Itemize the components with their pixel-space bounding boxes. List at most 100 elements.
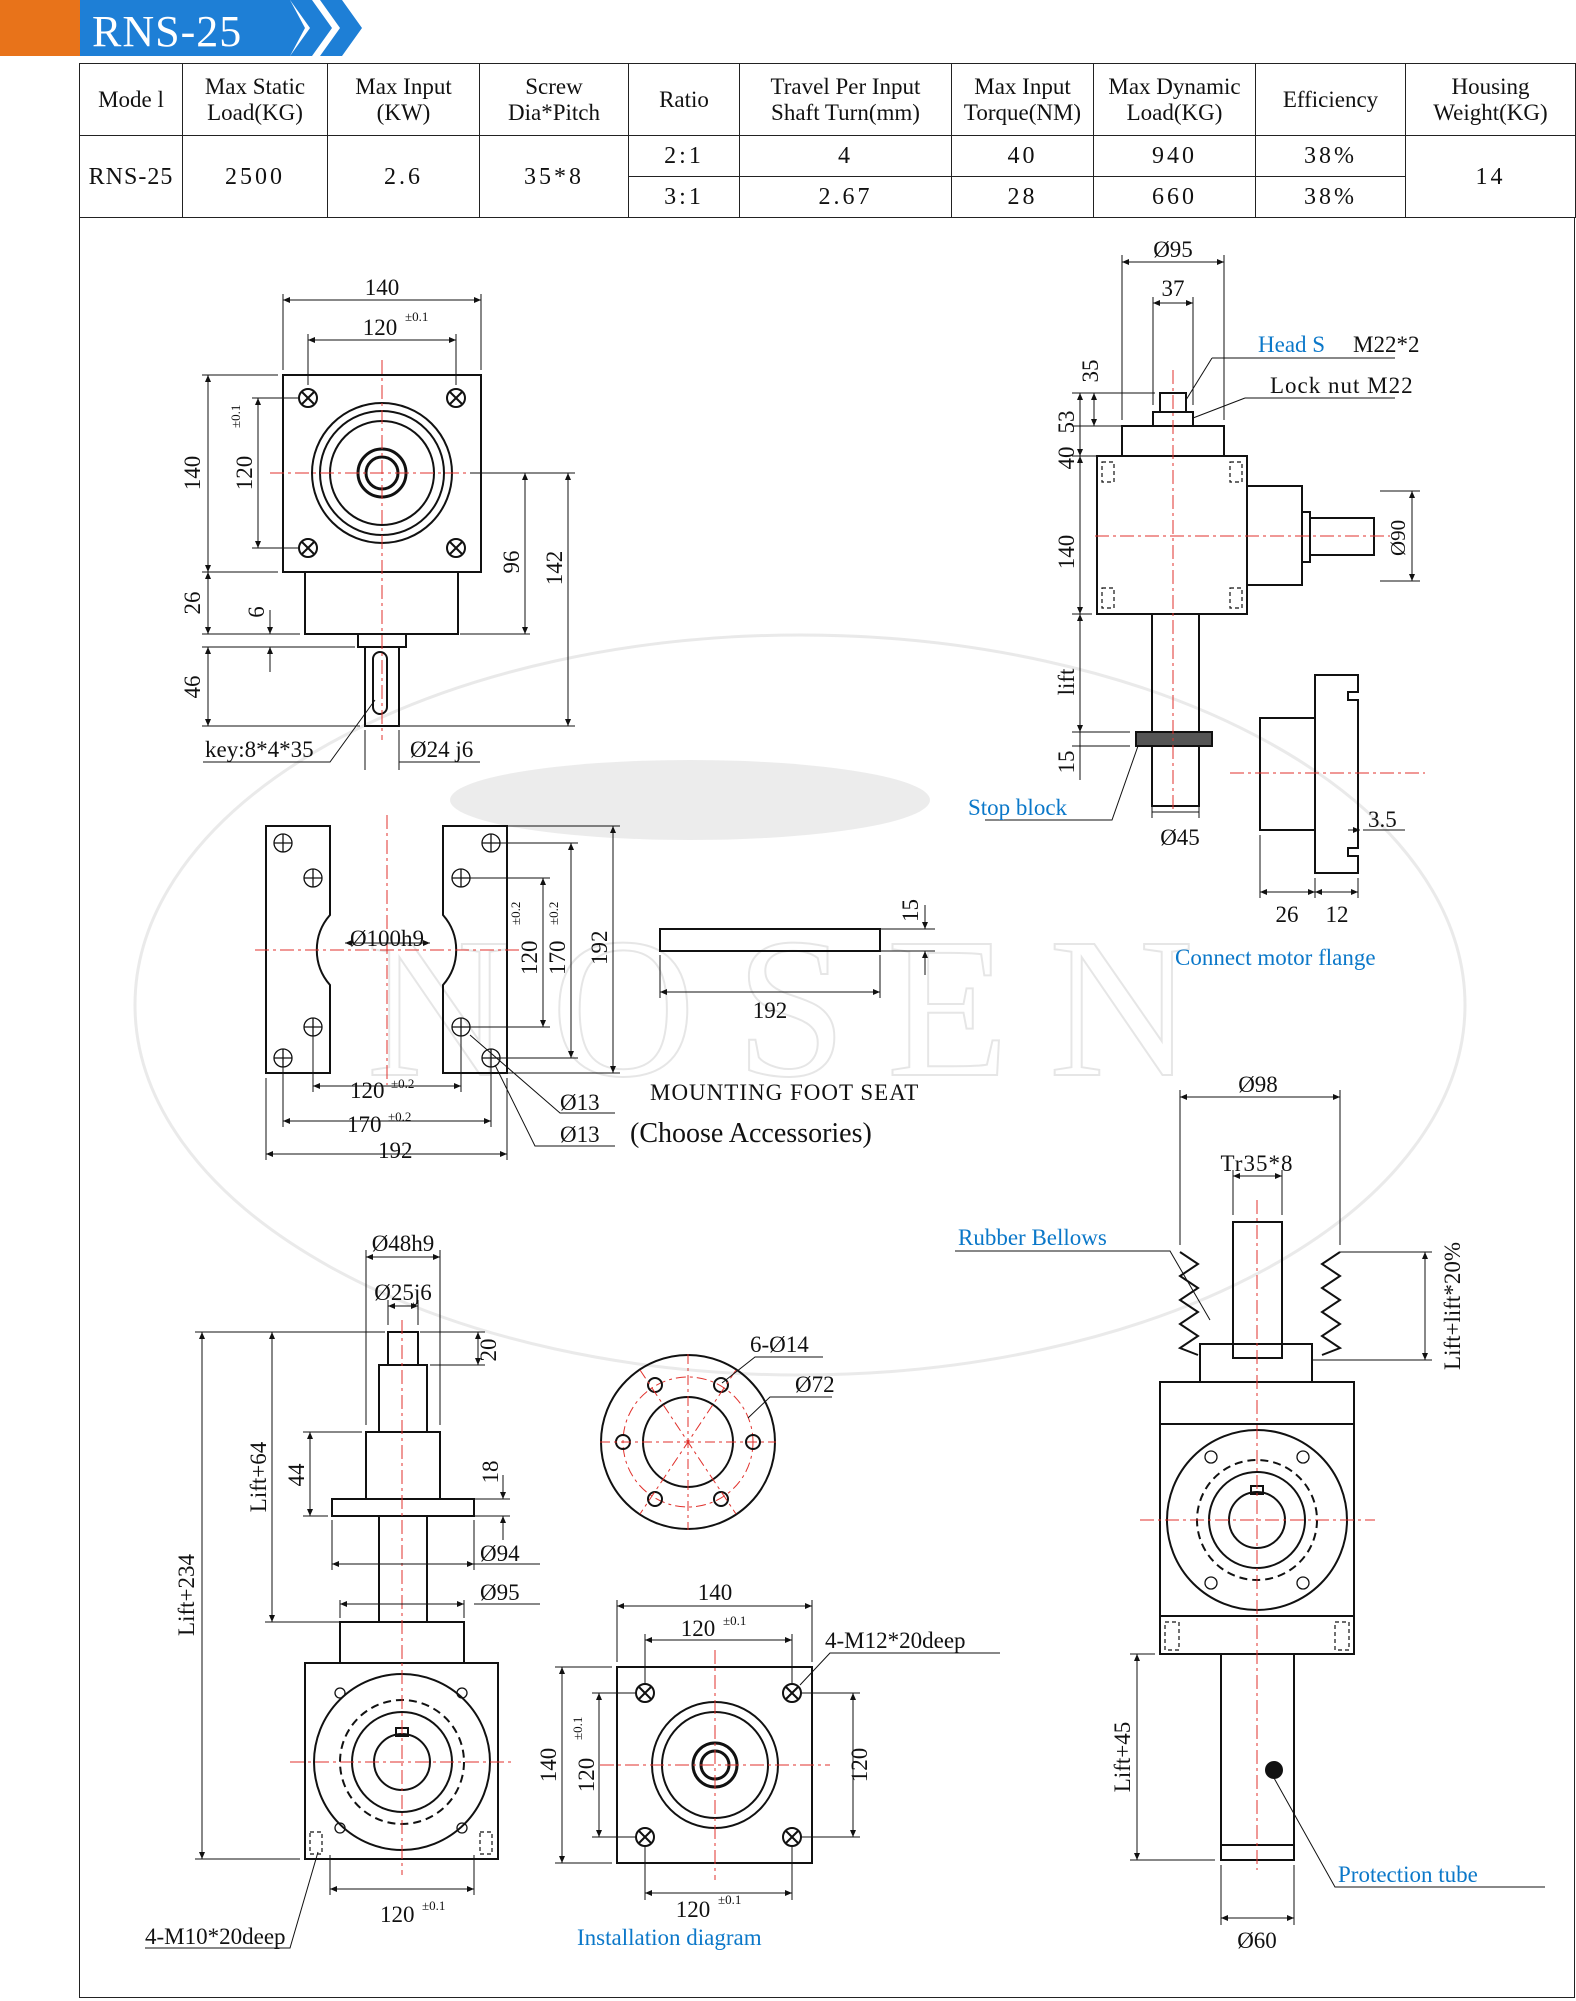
holes-label: 6-Ø14 [750, 1332, 809, 1357]
page-title: RNS-25 [92, 7, 243, 56]
cell-travel: 2.67 [739, 176, 952, 218]
foot-text: Ø100h9 120 ±0.2 170 ±0.2 192 120 ±0.2 17… [347, 899, 923, 1163]
dim-text: Ø25j6 [374, 1280, 432, 1305]
dim-text: 140 [1054, 535, 1079, 570]
flange-detail-text: 6-Ø14 Ø72 [750, 1332, 835, 1397]
dim-text: 140 [180, 456, 205, 491]
screw-end [1151, 745, 1200, 807]
foot-left [265, 825, 331, 1074]
flange-boss [1259, 717, 1316, 831]
cell-model: RNS-25 [79, 135, 183, 218]
foot-label: MOUNTING FOOT SEAT [650, 1080, 919, 1105]
dim-tol: ±0.2 [546, 902, 561, 925]
dim-text: 20 [476, 1339, 501, 1362]
tag-chevron-2 [320, 0, 362, 56]
cell-travel: 4 [739, 135, 952, 177]
bolt-holes [298, 388, 466, 558]
cell-torque: 40 [951, 135, 1094, 177]
dim-text: 120 [232, 456, 257, 491]
dim-text: 140 [698, 1580, 733, 1605]
foot-centerlines [255, 815, 520, 1085]
dim-text: 120 [847, 1748, 872, 1783]
dim-text: Ø13 [560, 1122, 600, 1147]
dim-text: 170 [347, 1112, 382, 1137]
watermark: NOSEN [133, 633, 1467, 1377]
bellows-centerlines [1140, 1200, 1375, 1870]
dim-text: 96 [499, 551, 524, 574]
hd-housing-1: Housing [1451, 73, 1530, 99]
side-dims [985, 255, 1420, 821]
key-label: key:8*4*35 [205, 737, 314, 762]
cell-housing-weight: 14 [1405, 135, 1576, 218]
dim-text: 170 [545, 941, 570, 976]
mounting-foot [255, 815, 935, 1160]
tag-orange-block [0, 0, 80, 56]
hd-efficiency: Efficiency [1255, 63, 1406, 136]
side-view [1095, 370, 1390, 810]
bellows-left [1177, 1251, 1200, 1356]
hd-max-static-2: Load(KG) [207, 99, 303, 125]
lower-shaft [378, 1515, 428, 1623]
bellows-dimlines [955, 1090, 1545, 1925]
dim-text: 12 [1326, 902, 1349, 927]
install-dimlines [555, 1600, 1000, 1900]
dim-tol: ±0.2 [508, 902, 523, 925]
installation-text: 140 120 ±0.1 140 120 ±0.1 120 120 ±0.1 4… [536, 1580, 966, 1950]
dim-text: 120 [517, 941, 542, 976]
dim-text: Lift+lift*20% [1440, 1242, 1465, 1370]
dim-text: lift [1054, 668, 1079, 695]
hd-screw-2: Dia*Pitch [508, 99, 600, 125]
head-s-label: Head S [1258, 332, 1325, 357]
protection-tube-marker [1265, 1761, 1283, 1779]
flange-centerlines [600, 1354, 776, 1530]
dim-text: Ø98 [1238, 1072, 1278, 1097]
dim-text: 120 [676, 1897, 711, 1922]
dim-tol: ±0.1 [718, 1892, 741, 1907]
model-tag [0, 0, 362, 56]
dim-tol: ±0.2 [388, 1109, 411, 1124]
drawing-frame [79, 218, 1575, 1998]
dim-text: 120 [363, 315, 398, 340]
motor-flange [1230, 674, 1425, 898]
cell-ratio: 3:1 [628, 176, 740, 218]
dim-text: Lift+45 [1110, 1722, 1135, 1792]
bl-centerlines [290, 1320, 515, 1875]
lock-nut-label: Lock nut M22 [1270, 373, 1414, 398]
dim-text: Ø45 [1160, 825, 1200, 850]
flange-text: 3.5 26 12 Connect motor flange [1175, 807, 1397, 970]
dim-text: 44 [284, 1463, 309, 1487]
installation-diagram [555, 1600, 1000, 1900]
dim-text: 18 [478, 1461, 503, 1484]
dim-text: 120 [574, 1758, 599, 1793]
hd-torque-2: Torque(NM) [963, 99, 1082, 125]
front-dims [202, 294, 575, 770]
shaft-body [365, 1431, 441, 1500]
shaft-neck [378, 1364, 428, 1433]
hd-screw-1: Screw [525, 73, 583, 99]
dim-text: 120 [681, 1616, 716, 1641]
dim-text: 53 [1054, 411, 1079, 434]
dim-text: Ø95 [480, 1580, 520, 1605]
foot-sublabel: (Choose Accessories) [630, 1118, 872, 1149]
flange-label: Connect motor flange [1175, 945, 1376, 970]
bl-dimlines [145, 1250, 540, 1949]
dim-text: 15 [898, 899, 923, 922]
hd-max-input-2: (KW) [376, 99, 431, 125]
dim-text: 37 [1162, 276, 1185, 301]
dim-text: Ø94 [480, 1541, 520, 1566]
shaft-label: Ø24 j6 [410, 737, 473, 762]
dim-text: 120 [380, 1902, 415, 1927]
pcd-label: Ø72 [795, 1372, 835, 1397]
cell-dynamic: 940 [1093, 135, 1256, 177]
body-hidden-lines [1101, 461, 1243, 609]
hd-travel-1: Travel Per Input [770, 73, 921, 99]
dim-text: 35 [1078, 360, 1103, 383]
hd-dynamic-1: Max Dynamic [1108, 73, 1241, 99]
dim-tol: ±0.2 [391, 1076, 414, 1091]
dim-text: 15 [1054, 751, 1079, 774]
dim-text: Lift+234 [174, 1554, 199, 1636]
